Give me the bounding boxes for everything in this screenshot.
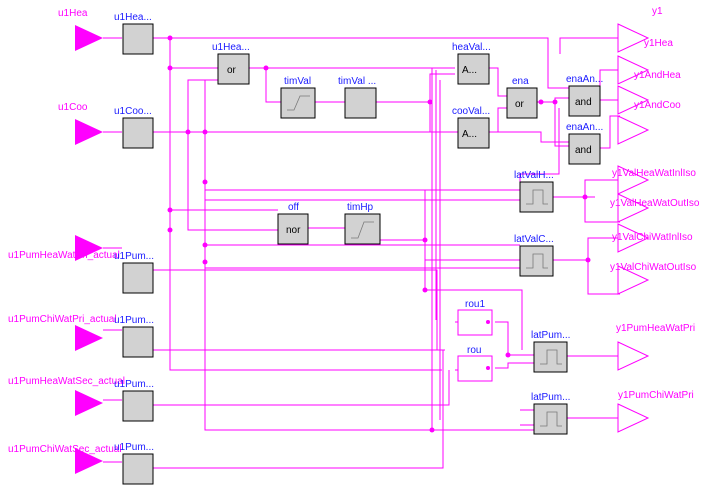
- svg-text:timHp: timHp: [347, 202, 374, 213]
- input-block-1: u1Hea...: [114, 12, 154, 55]
- input-connector-u1pumheawatsec: u1PumHeaWatSec_actual: [8, 376, 125, 416]
- svg-text:or: or: [227, 65, 237, 76]
- svg-text:u1Hea...: u1Hea...: [212, 42, 250, 53]
- input-block-3: u1Pum...: [114, 251, 154, 294]
- svg-text:nor: nor: [286, 225, 301, 236]
- input-block-6: u1Pum...: [114, 442, 154, 485]
- input-connector-u1pumheawatpri: u1PumHeaWatPri_actual: [8, 235, 120, 261]
- svg-text:y1AndCoo: y1AndCoo: [634, 100, 681, 111]
- output-connector-y1pumheawatpri: y1PumHeaWatPri: [616, 323, 695, 371]
- svg-text:u1Pum...: u1Pum...: [114, 442, 154, 453]
- svg-text:y1AndHea: y1AndHea: [634, 70, 681, 81]
- block-or-u1hea: or u1Hea...: [212, 42, 250, 85]
- svg-text:off: off: [288, 202, 299, 213]
- svg-text:y1PumChiWatPri: y1PumChiWatPri: [618, 390, 694, 401]
- svg-text:u1Pum...: u1Pum...: [114, 251, 154, 262]
- svg-text:latPum...: latPum...: [531, 392, 570, 403]
- block-heaval: A... heaVal...: [452, 42, 491, 85]
- block-latvalh: latValH...: [514, 170, 554, 213]
- svg-text:and: and: [575, 97, 592, 108]
- block-nor-off: nor off: [277, 202, 309, 245]
- input-block-2: u1Coo...: [114, 106, 154, 149]
- svg-text:A...: A...: [462, 65, 477, 76]
- block-latvalc: latValC...: [514, 234, 554, 277]
- input-label-u1pumheawatpri: u1PumHeaWatPri_actual: [8, 250, 120, 261]
- svg-text:timVal: timVal: [284, 76, 311, 87]
- svg-text:y1ValHeaWatInlIso: y1ValHeaWatInlIso: [612, 168, 696, 179]
- block-latpum-2: latPum...: [531, 392, 570, 435]
- junction-dots: [167, 35, 591, 433]
- block-and-enaan-2: and enaAn...: [566, 122, 603, 165]
- input-label-u1pumchiwatpri: u1PumChiWatPri_actual: [8, 314, 117, 325]
- input-label-u1coo: u1Coo: [58, 102, 88, 113]
- svg-text:enaAn...: enaAn...: [566, 74, 603, 85]
- svg-text:rou1: rou1: [465, 299, 485, 310]
- svg-text:y1ValChiWatOutIso: y1ValChiWatOutIso: [610, 262, 697, 273]
- output-connector-y1valchiwatoutiso: y1ValChiWatOutIso: [610, 262, 697, 295]
- input-block-4: u1Pum...: [114, 315, 154, 358]
- output-connector-y1: y1: [617, 6, 663, 53]
- output-connector-y1hea: y1Hea: [617, 38, 673, 85]
- svg-text:y1PumHeaWatPri: y1PumHeaWatPri: [616, 323, 695, 334]
- connection-wires: [103, 37, 620, 469]
- block-timhp: timHp: [344, 202, 381, 245]
- svg-text:u1Hea...: u1Hea...: [114, 12, 152, 23]
- output-connector-y1pumchiwatpri: y1PumChiWatPri: [617, 390, 694, 433]
- svg-text:and: and: [575, 145, 592, 156]
- svg-text:y1Hea: y1Hea: [644, 38, 673, 49]
- block-timval: timVal: [280, 76, 316, 119]
- input-block-5: u1Pum...: [114, 379, 154, 422]
- block-rou1: rou1: [457, 299, 493, 336]
- svg-text:y1: y1: [652, 6, 663, 17]
- svg-text:ena: ena: [512, 76, 529, 87]
- svg-text:y1ValHeaWatOutIso: y1ValHeaWatOutIso: [610, 198, 700, 209]
- block-and-enaan-1: and enaAn...: [566, 74, 603, 117]
- output-connector-y1andhea: y1AndHea: [617, 70, 681, 115]
- svg-text:cooVal...: cooVal...: [452, 106, 490, 117]
- svg-text:u1Coo...: u1Coo...: [114, 106, 152, 117]
- output-connector-y1valheawatoutiso: y1ValHeaWatOutIso: [610, 193, 700, 223]
- output-connector-y1valchiwatinliso: y1ValChiWatInlIso: [612, 223, 693, 253]
- svg-text:rou: rou: [467, 345, 481, 356]
- svg-text:latValH...: latValH...: [514, 170, 554, 181]
- svg-text:A...: A...: [462, 129, 477, 140]
- svg-text:enaAn...: enaAn...: [566, 122, 603, 133]
- output-connector-y1andcoo: y1AndCoo: [617, 100, 681, 145]
- input-connector-u1pumchiwatsec: u1PumChiWatSec_actual: [8, 444, 122, 474]
- svg-text:heaVal...: heaVal...: [452, 42, 491, 53]
- input-connector-u1pumchiwatpri: u1PumChiWatPri_actual: [8, 314, 117, 351]
- input-connector-u1hea: u1Hea: [58, 8, 103, 51]
- input-connector-u1coo: u1Coo: [58, 102, 103, 145]
- input-label-u1hea: u1Hea: [58, 8, 88, 19]
- input-label-u1pumheawatsec: u1PumHeaWatSec_actual: [8, 376, 125, 387]
- svg-text:latPum...: latPum...: [531, 330, 570, 341]
- block-cooval: A... cooVal...: [452, 106, 490, 149]
- input-label-u1pumchiwatsec: u1PumChiWatSec_actual: [8, 444, 122, 455]
- block-latpum-1: latPum...: [531, 330, 570, 373]
- block-timval-2: timVal ...: [338, 76, 377, 119]
- svg-text:latValC...: latValC...: [514, 234, 554, 245]
- svg-text:or: or: [515, 99, 525, 110]
- block-or-ena: or ena: [506, 76, 538, 119]
- output-connector-y1valheawatinliso: y1ValHeaWatInlIso: [612, 165, 696, 195]
- svg-text:y1ValChiWatInlIso: y1ValChiWatInlIso: [612, 232, 693, 243]
- svg-text:u1Pum...: u1Pum...: [114, 379, 154, 390]
- svg-text:timVal ...: timVal ...: [338, 76, 376, 87]
- block-rou: rou: [457, 345, 493, 382]
- svg-text:u1Pum...: u1Pum...: [114, 315, 154, 326]
